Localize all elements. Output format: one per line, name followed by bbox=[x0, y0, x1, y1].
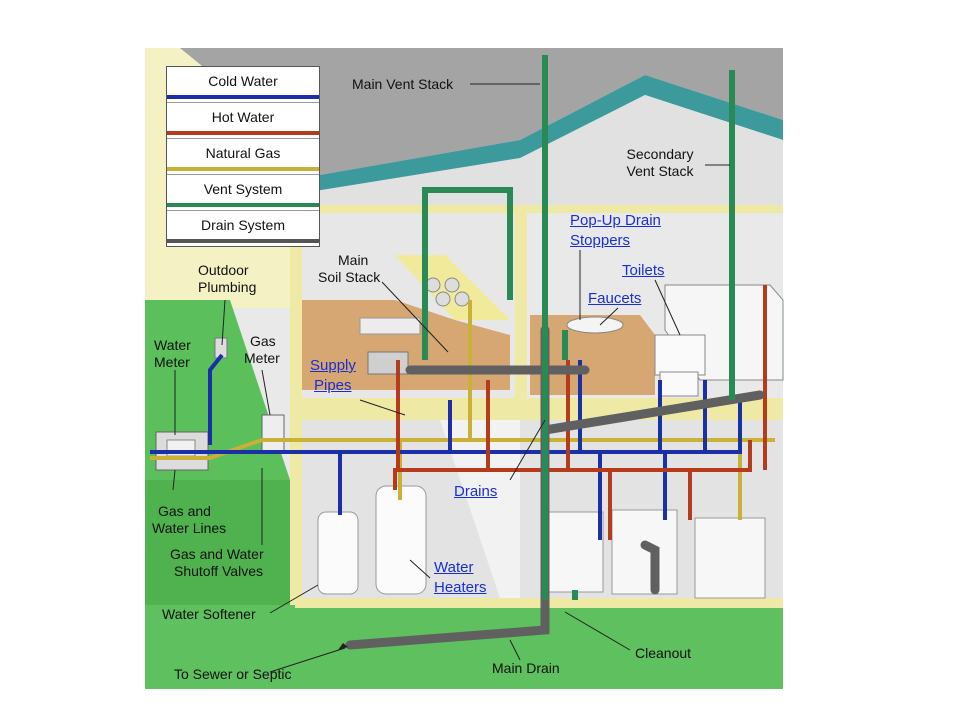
label-water-softener: Water Softener bbox=[162, 606, 256, 622]
link-water-heaters-line2[interactable]: Heaters bbox=[434, 579, 487, 596]
link-popup-drain-stoppers-line2[interactable]: Stoppers bbox=[570, 232, 631, 249]
label-gas-meter-line1: Gas bbox=[250, 333, 276, 349]
roof-fascia bbox=[245, 75, 783, 195]
ground bbox=[145, 605, 783, 689]
lawn-front bbox=[145, 480, 300, 605]
link-water-heaters-line1[interactable]: Water bbox=[434, 559, 474, 576]
legend-label: Cold Water bbox=[208, 73, 278, 89]
label-outdoor-plumbing-line2: Plumbing bbox=[198, 279, 257, 295]
bathroom-sink bbox=[566, 316, 624, 334]
label-main-drain: Main Drain bbox=[492, 660, 560, 676]
kitchen-sink bbox=[359, 317, 421, 335]
link-drains[interactable]: Drains bbox=[454, 483, 498, 500]
water-heater-tank bbox=[375, 485, 427, 595]
pipe-legend: Cold Water Hot Water Natural Gas Vent Sy… bbox=[166, 66, 320, 247]
hot-water-lines bbox=[393, 285, 767, 540]
legend-label: Hot Water bbox=[211, 109, 275, 125]
label-secondary-vent-line2: Vent Stack bbox=[626, 163, 694, 179]
basement-floor bbox=[295, 598, 783, 608]
legend-item-cold-water: Cold Water bbox=[167, 67, 319, 103]
legend-label: Vent System bbox=[203, 181, 283, 197]
label-shutoff-valves-line1: Gas and Water bbox=[170, 546, 264, 562]
legend-item-hot-water: Hot Water bbox=[167, 103, 319, 139]
toilet-tank bbox=[654, 334, 706, 376]
label-to-sewer: To Sewer or Septic bbox=[174, 666, 292, 682]
label-outdoor-plumbing-line1: Outdoor bbox=[198, 262, 249, 278]
legend-swatch bbox=[167, 167, 319, 171]
link-supply-pipes-line1[interactable]: Supply bbox=[310, 357, 356, 374]
basement-stair bbox=[440, 420, 520, 598]
link-popup-drain-stoppers-line1[interactable]: Pop-Up Drain bbox=[570, 212, 661, 229]
bathroom-vanity bbox=[530, 315, 655, 395]
attic-wall bbox=[290, 95, 783, 205]
leader-lines bbox=[172, 83, 730, 673]
label-gas-meter-line2: Meter bbox=[244, 350, 280, 366]
legend-swatch bbox=[167, 239, 319, 243]
link-toilets[interactable]: Toilets bbox=[622, 262, 665, 279]
water-softener-tank bbox=[317, 511, 359, 595]
label-shutoff-valves-line2: Shutoff Valves bbox=[174, 563, 263, 579]
legend-item-natural-gas: Natural Gas bbox=[167, 139, 319, 175]
vent-lines bbox=[422, 55, 735, 600]
label-main-soil-stack-line2: Soil Stack bbox=[318, 269, 381, 285]
legend-swatch bbox=[167, 131, 319, 135]
toilet-bowl bbox=[659, 371, 699, 397]
link-faucets[interactable]: Faucets bbox=[588, 290, 642, 307]
label-secondary-vent-line1: Secondary bbox=[626, 146, 694, 162]
label-water-meter-line1: Water bbox=[154, 337, 191, 353]
label-water-meter-line2: Meter bbox=[154, 354, 190, 370]
legend-swatch bbox=[167, 203, 319, 207]
legend-swatch bbox=[167, 95, 319, 99]
legend-label: Drain System bbox=[200, 217, 286, 233]
roof bbox=[180, 48, 783, 175]
gas-meter bbox=[261, 414, 285, 454]
label-main-soil-stack-line1: Main bbox=[338, 252, 369, 268]
washer bbox=[611, 509, 678, 595]
legend-item-drain-system: Drain System bbox=[167, 211, 319, 246]
legend-item-vent-system: Vent System bbox=[167, 175, 319, 211]
label-gas-water-lines-line1: Gas and bbox=[158, 503, 211, 519]
dryer bbox=[694, 517, 766, 599]
frame-top bbox=[290, 205, 783, 213]
kitchen-drawer bbox=[367, 351, 409, 375]
link-supply-pipes-line2[interactable]: Pipes bbox=[314, 377, 352, 394]
legend-label: Natural Gas bbox=[205, 145, 281, 161]
laundry-sink bbox=[547, 511, 604, 593]
label-main-vent-stack: Main Vent Stack bbox=[352, 76, 454, 92]
cold-water-lines bbox=[150, 353, 742, 540]
label-gas-water-lines-line2: Water Lines bbox=[152, 520, 227, 536]
label-cleanout: Cleanout bbox=[635, 645, 692, 661]
